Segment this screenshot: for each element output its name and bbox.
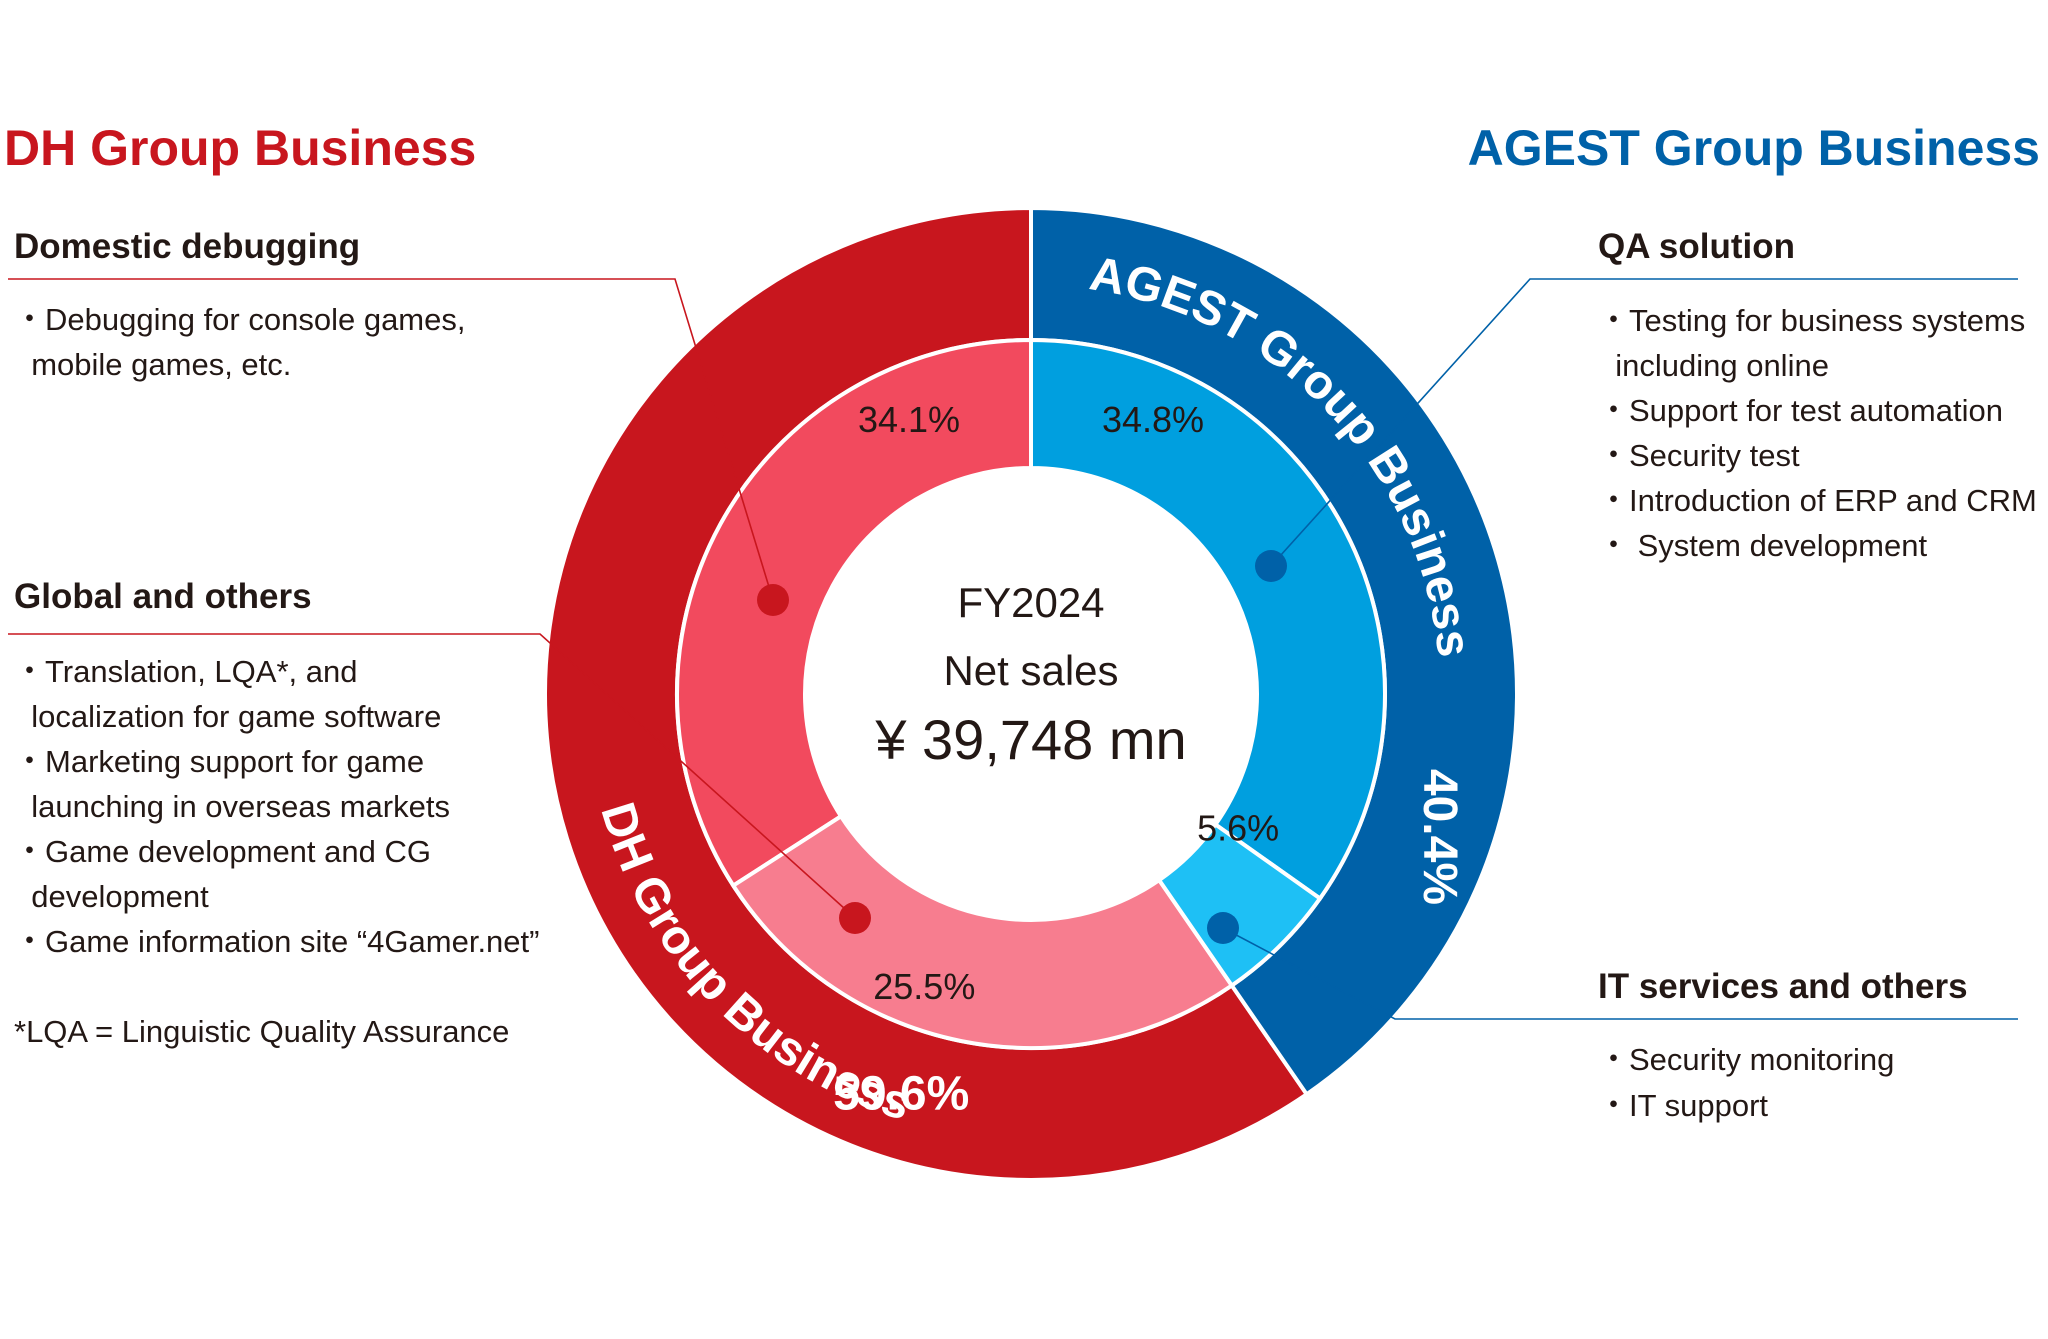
marker-domestic-debugging [757,584,789,616]
value-label-dh-group-business: 59.6% [833,1067,969,1120]
leader-line-domestic-debugging [8,278,774,601]
value-label-domestic-debugging: 34.1% [858,399,960,440]
inner-segment-global-and-others [730,813,1235,1050]
center-net-sales-label: Net sales [943,647,1118,694]
panel-title-global-and-others: Global and others [14,577,312,616]
value-label-it-services-and-others: 5.6% [1197,808,1279,849]
marker-it-services-and-others [1207,912,1239,944]
value-label-global-and-others: 25.5% [873,966,975,1007]
inner-ring-layer [675,337,1387,1050]
marker-qa-solution [1255,550,1287,582]
panel-item-global-and-others: ・Game development and CG [14,834,431,869]
panel-item-it-services-and-others: ・Security monitoring [1598,1042,1894,1077]
panel-item-domestic-debugging: ・Debugging for console games, [14,302,465,337]
panel-item-global-and-others: ・Game information site “4Gamer.net” [14,924,539,959]
header-agest-group-business: AGEST Group Business [1468,120,2040,176]
marker-global-and-others [839,902,871,934]
leader-line-qa-solution [1270,278,2018,567]
panel-title-domestic-debugging: Domestic debugging [14,227,360,266]
inner-segment-it-services-and-others [1156,821,1323,989]
center-net-sales-value: ¥ 39,748 mn [874,708,1186,771]
leader-lines-layer [8,278,2018,1020]
panel-item-qa-solution: ・Introduction of ERP and CRM [1598,483,2037,518]
panel-item-global-and-others: ・Translation, LQA*, and [14,654,357,689]
panel-item-global-and-others: localization for game software [14,699,441,734]
value-label-qa-solution: 34.8% [1102,399,1204,440]
header-dh-group-business: DH Group Business [4,120,476,176]
panel-item-global-and-others: development [14,879,209,914]
panel-item-it-services-and-others: ・IT support [1598,1088,1768,1123]
panel-item-global-and-others: ・Marketing support for game [14,744,424,779]
panel-item-qa-solution: ・Support for test automation [1598,393,2003,428]
panel-title-qa-solution: QA solution [1598,227,1795,266]
panel-item-qa-solution: ・ System development [1598,528,1927,563]
panel-item-qa-solution: ・Security test [1598,438,1800,473]
panel-item-domestic-debugging: mobile games, etc. [14,347,291,382]
value-label-agest-group-business: 40.4% [1413,769,1466,905]
inner-segment-qa-solution [1029,337,1387,902]
footnote-lqa: *LQA = Linguistic Quality Assurance [14,1014,509,1049]
panel-item-qa-solution: including online [1598,348,1829,383]
panel-title-it-services-and-others: IT services and others [1598,967,1968,1006]
leader-line-it-services-and-others [1222,927,2018,1020]
leader-line-global-and-others [8,633,856,919]
panel-item-qa-solution: ・Testing for business systems [1598,303,2025,338]
panel-item-global-and-others: launching in overseas markets [14,789,450,824]
center-fiscal-year: FY2024 [957,579,1104,626]
inner-segment-domestic-debugging [675,337,1033,889]
